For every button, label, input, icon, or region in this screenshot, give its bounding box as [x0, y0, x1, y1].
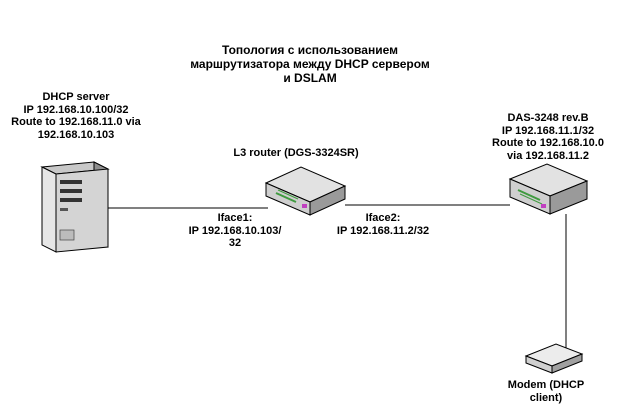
router-icon: [264, 166, 347, 216]
dslam-line-4: via 192.168.11.2: [507, 149, 589, 162]
modem-icon: [524, 343, 584, 374]
dslam-line-2: IP 192.168.11.1/32: [501, 124, 595, 137]
diagram-title: Топология с использованием маршрутизатор…: [160, 43, 460, 85]
dhcp-server-line-2: IP 192.168.10.100/32: [23, 103, 129, 116]
dslam-label: DAS-3248 rev.B IP 192.168.11.1/32 Route …: [484, 112, 612, 162]
router-label: L3 router (DGS-3324SR): [226, 147, 366, 160]
dslam-line-1: DAS-3248 rev.B: [507, 112, 589, 124]
dslam-icon: [508, 163, 589, 215]
dhcp-server-line-1: DHCP server: [42, 91, 110, 103]
iface1-label: Iface1: IP 192.168.10.103/ 32: [180, 212, 290, 250]
title-line-3: и DSLAM: [283, 71, 337, 85]
modem-label: Modem (DHCP client): [506, 379, 586, 404]
server-icon: [40, 161, 110, 253]
iface1-line-1: Iface1:: [217, 212, 253, 224]
iface2-label: Iface2: IP 192.168.11.2/32: [330, 212, 436, 237]
modem-line-2: client): [529, 391, 563, 404]
iface2-line-1: Iface2:: [365, 212, 401, 224]
dhcp-server-line-4: 192.168.10.103: [37, 128, 115, 141]
router-name: L3 router (DGS-3324SR): [233, 147, 359, 159]
iface1-line-3: 32: [228, 237, 242, 249]
iface2-line-2: IP 192.168.11.2/32: [336, 224, 430, 237]
iface1-line-2: IP 192.168.10.103/: [188, 224, 282, 237]
dslam-line-3: Route to 192.168.10.0: [492, 137, 604, 149]
title-line-1: Топология с использованием: [222, 43, 398, 57]
modem-line-1: Modem (DHCP: [507, 379, 585, 391]
dhcp-server-label: DHCP server IP 192.168.10.100/32 Route t…: [6, 91, 146, 141]
dhcp-server-line-3: Route to 192.168.11.0 via: [11, 116, 141, 128]
title-line-2: маршрутизатора между DHCP сервером: [190, 57, 430, 71]
